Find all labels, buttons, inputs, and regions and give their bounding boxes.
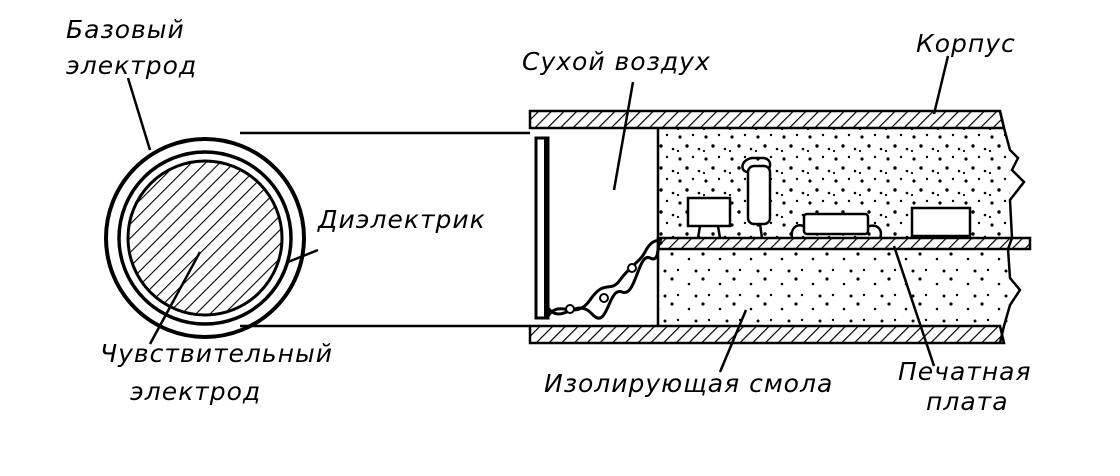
sensing-electrode-core bbox=[126, 159, 284, 317]
label-dry-air: Сухой воздух bbox=[522, 47, 711, 76]
component-2 bbox=[746, 164, 772, 226]
twisted-wire-b bbox=[546, 241, 663, 320]
label-printed-board-line1: Печатная bbox=[898, 357, 1032, 386]
component-4 bbox=[910, 206, 972, 238]
label-base-electrode-line1: Базовый bbox=[66, 15, 185, 44]
housing-bottom-wall bbox=[528, 324, 1006, 345]
label-housing: Корпус bbox=[916, 29, 1016, 58]
label-base-electrode-line2: электрод bbox=[66, 51, 197, 80]
component-1 bbox=[686, 196, 732, 228]
leader-printed-board bbox=[892, 245, 936, 367]
label-sensing-electrode-line1: Чувствительный bbox=[100, 339, 333, 368]
wire-twist-knot-3 bbox=[627, 263, 637, 273]
leader-insulating-resin bbox=[718, 309, 748, 373]
label-printed-board-line2: плата bbox=[926, 387, 1009, 416]
label-insulating-resin: Изолирующая смола bbox=[544, 369, 833, 398]
label-sensing-electrode-line2: электрод bbox=[130, 377, 261, 406]
break-line bbox=[998, 110, 1026, 344]
component-3 bbox=[802, 212, 870, 236]
wire-twist-knot-2 bbox=[599, 293, 609, 303]
wire-twist-knot-1 bbox=[565, 304, 575, 314]
twisted-wire-a bbox=[546, 238, 663, 317]
leader-base-electrode bbox=[126, 77, 152, 151]
component-1-lead-left bbox=[696, 225, 702, 239]
longitudinal-section bbox=[528, 109, 1032, 345]
component-2-lead bbox=[758, 223, 764, 239]
component-1-lead-right bbox=[716, 225, 722, 239]
base-electrode-ring bbox=[104, 137, 306, 339]
resin-lower bbox=[658, 249, 1010, 326]
leader-sensing-electrode bbox=[148, 251, 202, 345]
leader-housing bbox=[932, 55, 950, 115]
printed-circuit-board bbox=[656, 236, 1032, 251]
leader-dry-air bbox=[612, 81, 635, 191]
label-dielectric: Диэлектрик bbox=[317, 205, 486, 234]
cross-section bbox=[104, 137, 306, 339]
leader-dielectric bbox=[287, 248, 319, 264]
